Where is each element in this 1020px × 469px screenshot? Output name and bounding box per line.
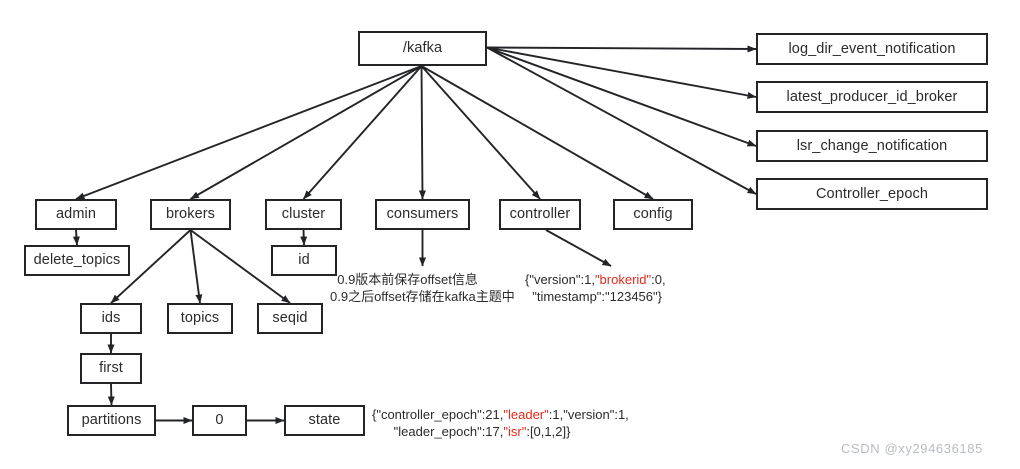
annotation-key-highlight: "brokerid"	[594, 272, 652, 287]
edge-kafka-brokers	[190, 65, 422, 200]
node-label: topics	[180, 310, 220, 327]
node-label: lsr_change_notification	[796, 137, 948, 154]
node-label: partitions	[81, 412, 142, 429]
annotation-line: 0.9之后offset存储在kafka主题中	[330, 288, 515, 305]
annotation-key-highlight: "leader"	[503, 407, 549, 422]
edge-kafka-controller	[420, 65, 541, 200]
edge-kafka-ctrlepoch	[486, 46, 757, 195]
node-label: first	[99, 360, 123, 377]
edge-kafka-lsrchange	[486, 46, 757, 147]
node-lsrchange[interactable]: lsr_change_notification	[756, 130, 988, 162]
annotation-state_note: {"controller_epoch":21,"leader":1,"versi…	[372, 406, 629, 440]
node-partitions[interactable]: partitions	[67, 405, 156, 436]
node-label: brokers	[165, 206, 216, 223]
node-state[interactable]: state	[284, 405, 365, 436]
edge-kafka-consumers	[418, 65, 426, 200]
node-label: admin	[56, 206, 96, 223]
node-label: id	[298, 252, 310, 269]
node-label: delete_topics	[33, 252, 121, 269]
node-label: Controller_epoch	[815, 185, 929, 202]
node-label: /kafka	[402, 40, 443, 57]
annotation-line: {"version":1,"brokerid":0,	[525, 271, 666, 288]
edge-kafka-admin	[75, 65, 422, 200]
edge-first-partitions	[107, 383, 115, 406]
annotation-text: "leader_epoch":17,	[372, 424, 504, 439]
annotation-line: "timestamp":"123456"}	[525, 288, 666, 305]
annotation-line: 0.9版本前保存offset信息	[330, 271, 515, 288]
node-label: controller	[509, 206, 571, 223]
node-latestprod[interactable]: latest_producer_id_broker	[756, 81, 988, 113]
annotation-text: :0,	[651, 272, 666, 287]
node-topics[interactable]: topics	[167, 303, 233, 334]
node-config[interactable]: config	[613, 199, 693, 230]
node-seqid[interactable]: seqid	[257, 303, 323, 334]
node-label: seqid	[272, 310, 308, 327]
node-zero[interactable]: 0	[192, 405, 247, 436]
annotation-text: {"version":1,	[525, 272, 595, 287]
annotation-text: :1,"version":1,	[548, 407, 629, 422]
node-ids[interactable]: ids	[80, 303, 142, 334]
edge-cluster-id	[300, 229, 308, 246]
annotation-line: "leader_epoch":17,"isr":[0,1,2]}	[372, 423, 629, 440]
node-id[interactable]: id	[271, 245, 337, 276]
node-label: 0	[215, 412, 224, 429]
node-ctrlepoch[interactable]: Controller_epoch	[756, 178, 988, 210]
node-logdir[interactable]: log_dir_event_notification	[756, 33, 988, 65]
annotation-key-highlight: "isr"	[503, 424, 527, 439]
node-kafka[interactable]: /kafka	[358, 31, 487, 66]
edge-kafka-cluster	[302, 65, 423, 200]
node-admin[interactable]: admin	[35, 199, 117, 230]
node-label: latest_producer_id_broker	[786, 88, 958, 105]
annotation-text: :[0,1,2]}	[526, 424, 571, 439]
edge-kafka-latestprod	[486, 46, 757, 99]
node-cluster[interactable]: cluster	[265, 199, 342, 230]
node-label: state	[308, 412, 341, 429]
edge-controller-note	[545, 229, 612, 267]
edge-brokers-topics	[189, 229, 203, 304]
annotation-text: {"controller_epoch":21,	[372, 407, 504, 422]
node-label: ids	[101, 310, 121, 327]
node-controller[interactable]: controller	[499, 199, 581, 230]
node-consumers[interactable]: consumers	[375, 199, 470, 230]
annotation-controller_note: {"version":1,"brokerid":0, "timestamp":"…	[525, 271, 666, 305]
edge-kafka-logdir	[486, 45, 757, 53]
node-deletetopics[interactable]: delete_topics	[24, 245, 130, 276]
watermark: CSDN @xy294636185	[841, 441, 983, 456]
edge-kafka-config	[421, 65, 654, 200]
node-label: cluster	[281, 206, 326, 223]
annotation-consumers_note: 0.9版本前保存offset信息 0.9之后offset存储在kafka主题中	[330, 271, 515, 305]
node-first[interactable]: first	[80, 353, 142, 384]
node-label: consumers	[386, 206, 459, 223]
node-label: log_dir_event_notification	[788, 40, 956, 57]
annotation-text: 0.9之后offset存储在kafka主题中	[330, 289, 515, 304]
node-label: config	[633, 206, 673, 223]
edge-admin-deletetopics	[72, 229, 80, 246]
annotation-line: {"controller_epoch":21,"leader":1,"versi…	[372, 406, 629, 423]
node-brokers[interactable]: brokers	[150, 199, 231, 230]
annotation-text: "timestamp":"123456"}	[525, 289, 662, 304]
annotation-text: 0.9版本前保存offset信息	[330, 272, 478, 287]
